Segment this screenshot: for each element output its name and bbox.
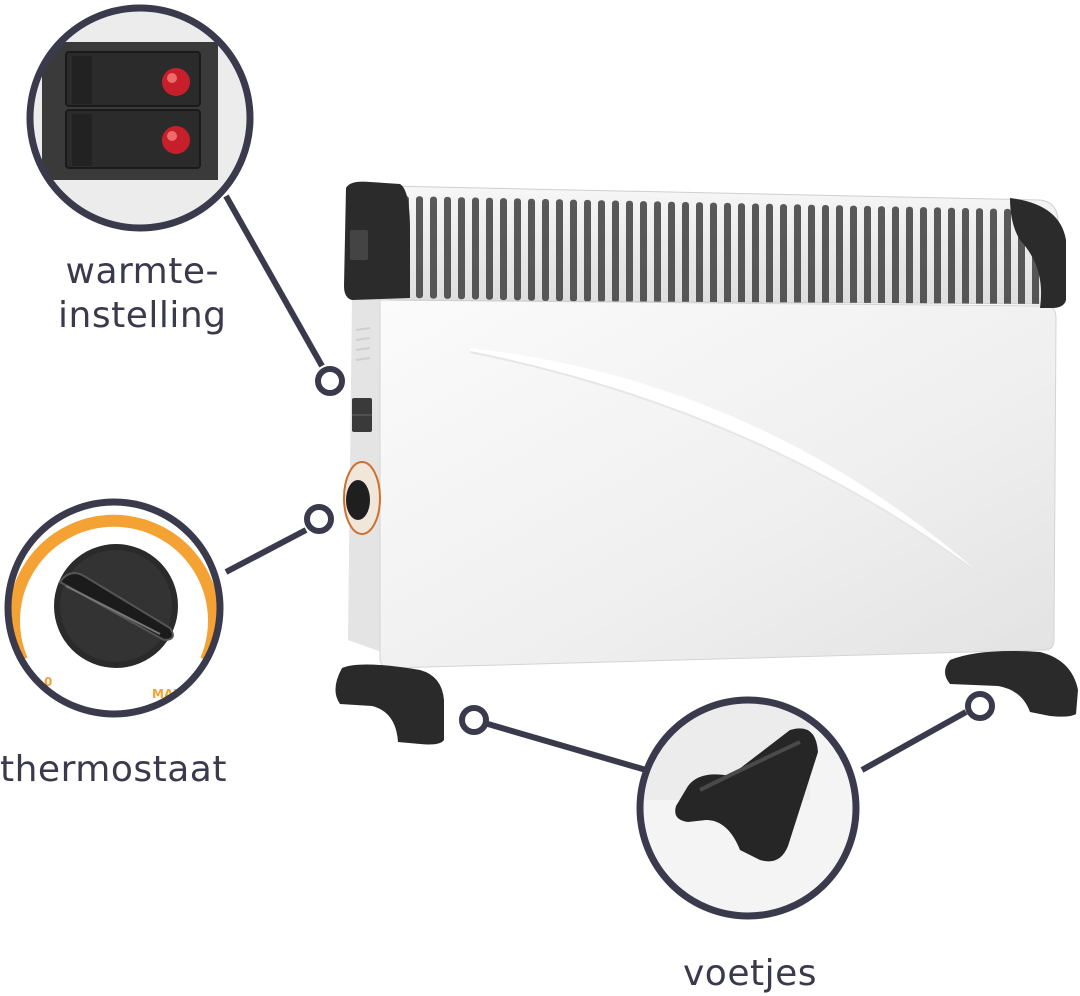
thermostat-knob-icon <box>54 544 178 668</box>
grill-slot <box>864 205 871 304</box>
grill-slot <box>878 206 885 304</box>
grill-slot <box>836 205 843 304</box>
grill-slot <box>696 202 703 304</box>
grill-slot <box>990 208 997 304</box>
grill-slot <box>766 203 773 304</box>
thermostat-caption: thermostaat <box>0 749 227 790</box>
grill-slot <box>724 202 731 304</box>
foot-icon <box>675 728 818 862</box>
right-foot <box>945 651 1078 717</box>
callout-dots <box>304 366 995 735</box>
heat-setting-callout <box>26 4 254 232</box>
grill-slot <box>934 207 941 304</box>
grill-slot <box>920 207 927 304</box>
grill-slot <box>892 206 899 304</box>
grill-slot <box>458 197 465 300</box>
side-knob <box>343 461 381 535</box>
grill-slot <box>570 199 577 302</box>
grill-slot <box>486 197 493 300</box>
scale-min-label: 0 <box>44 675 52 689</box>
indicator-light-icon <box>162 126 190 154</box>
grill-slot <box>472 197 479 300</box>
grill-slot <box>752 203 759 304</box>
grill-slot <box>948 207 955 304</box>
grill-slot <box>500 198 507 301</box>
left-foot <box>335 664 444 745</box>
feet-callout <box>636 696 860 920</box>
grill-slot <box>668 201 675 304</box>
switch-bottom <box>65 109 201 169</box>
grill-slot <box>626 200 633 303</box>
thermostat-callout: 0 MAX <box>4 498 224 718</box>
callout-connectors <box>223 194 968 773</box>
grill-slot <box>514 198 521 301</box>
grill-slot <box>654 201 661 304</box>
grill-slot <box>1004 208 1011 304</box>
grill-slot <box>542 199 549 301</box>
grill-slot <box>556 199 563 302</box>
grill-slot <box>962 208 969 304</box>
convector-heater <box>335 181 1078 745</box>
grill-slot <box>808 204 815 304</box>
grill-slot <box>906 206 913 304</box>
grill-slot <box>976 208 983 304</box>
grill-slot <box>416 196 423 299</box>
heat-setting-caption: warmte- instelling <box>58 251 227 336</box>
grill-slot <box>794 204 801 304</box>
temperature-scale-arc <box>8 514 220 663</box>
grill-slot <box>640 201 647 304</box>
grill-slot <box>822 205 829 304</box>
grill-slot <box>682 202 689 304</box>
grill-slot <box>528 198 535 301</box>
grill-slot <box>780 204 787 304</box>
grill-slot <box>612 200 619 303</box>
grill-slot <box>738 203 745 304</box>
grill-slot <box>598 200 605 303</box>
grill-slot <box>430 196 437 299</box>
feet-caption: voetjes <box>683 953 817 994</box>
switch-top <box>65 51 201 107</box>
indicator-light-icon <box>162 68 190 96</box>
grill-slot <box>584 199 591 302</box>
grill-slot <box>444 196 451 299</box>
grill-slot <box>710 202 717 304</box>
grill-slot <box>850 205 857 304</box>
